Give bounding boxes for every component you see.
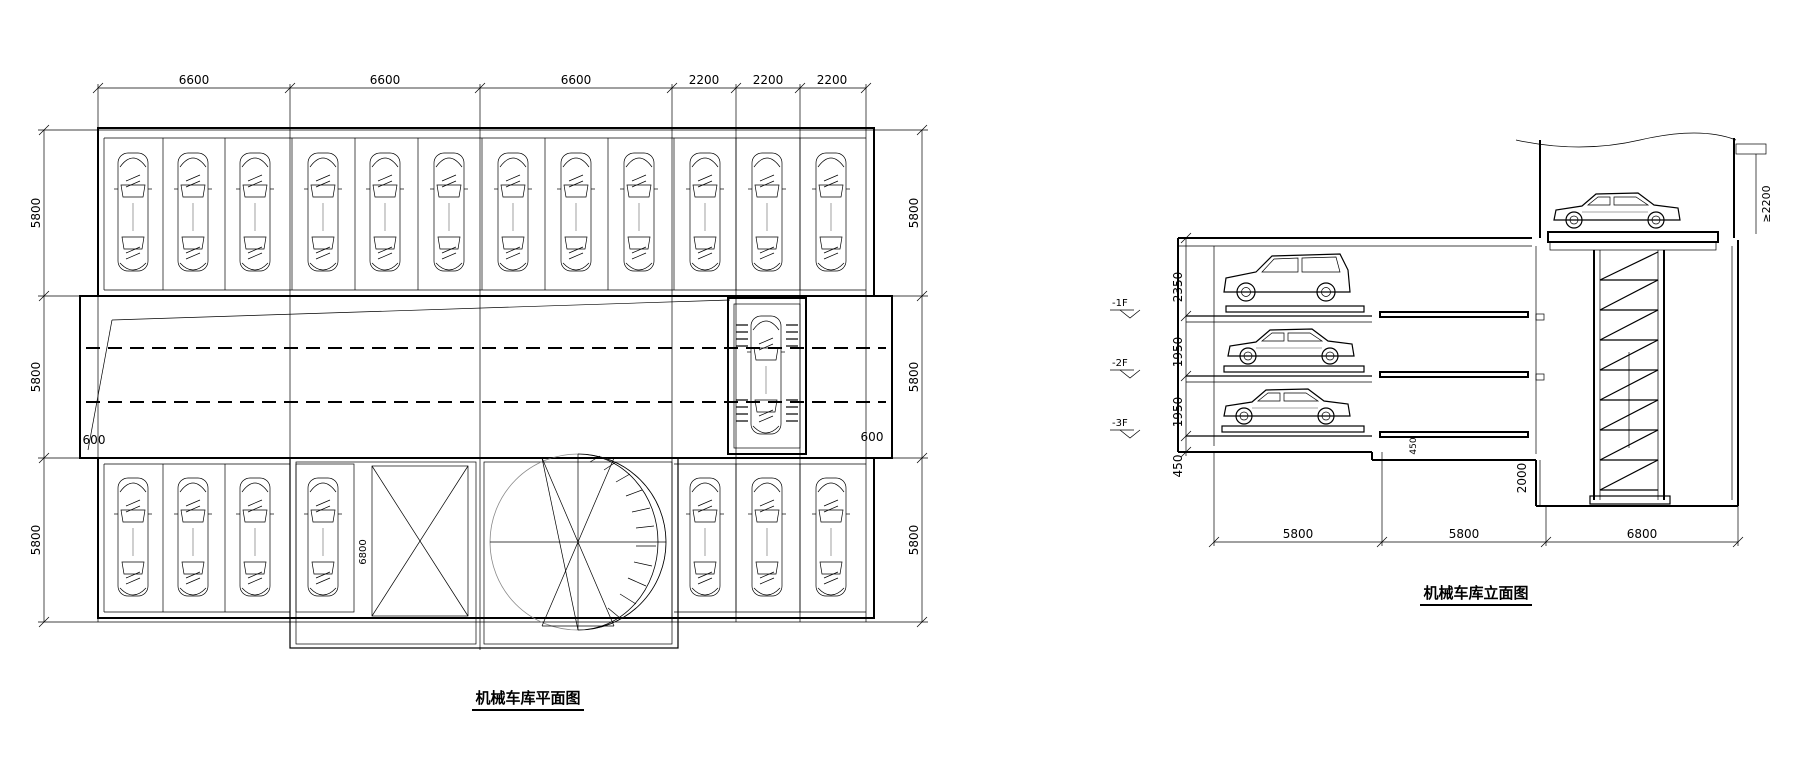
elevation-title: 机械车库立面图 bbox=[1423, 584, 1528, 602]
inner-dim: 6800 bbox=[358, 539, 369, 564]
dim-label: 6800 bbox=[1627, 527, 1658, 541]
car-symbol bbox=[235, 152, 275, 272]
dim-label: 6600 bbox=[561, 73, 592, 87]
plan-top-dimensions: 6600 6600 6600 2200 2200 2200 bbox=[179, 73, 848, 87]
dim-label: 1950 bbox=[1171, 337, 1185, 368]
car-symbol bbox=[365, 152, 405, 272]
dim-label: 2200 bbox=[753, 73, 784, 87]
dim-label: 5800 bbox=[29, 198, 43, 229]
plan-left-dimensions: 5800 5800 5800 bbox=[29, 198, 43, 556]
platform-trays bbox=[1221, 305, 1545, 438]
level-markers: -1F -2F -3F bbox=[1110, 298, 1141, 439]
grid-lines bbox=[38, 84, 928, 650]
bottom-row-cars bbox=[113, 477, 851, 597]
car-symbol bbox=[113, 477, 153, 597]
dim-label: 2200 bbox=[817, 73, 848, 87]
plan-title: 机械车库平面图 bbox=[475, 689, 580, 707]
dim-label: 2350 bbox=[1171, 272, 1185, 303]
car-symbol bbox=[429, 152, 469, 272]
car-symbol bbox=[811, 152, 851, 272]
sedan-side bbox=[1227, 328, 1355, 365]
dim-label: 450 bbox=[1171, 455, 1185, 478]
plan-view: 6600 6600 6600 2200 2200 2200 5800 5800 … bbox=[29, 73, 928, 711]
level-label: -2F bbox=[1112, 358, 1128, 369]
car-symbol bbox=[235, 477, 275, 597]
car-symbol bbox=[493, 152, 533, 272]
dim-label: 5800 bbox=[29, 525, 43, 556]
car-symbol bbox=[303, 152, 343, 272]
car-symbol bbox=[173, 152, 213, 272]
car-symbol bbox=[685, 152, 725, 272]
dim-label: 6600 bbox=[179, 73, 210, 87]
dim-label: 5800 bbox=[907, 362, 921, 393]
car-symbol bbox=[811, 477, 851, 597]
dim-label: 2200 bbox=[689, 73, 720, 87]
pit-dim: 2000 bbox=[1515, 463, 1529, 494]
elevation-bottom-dimensions: 5800 5800 6800 bbox=[1283, 527, 1658, 541]
sedan-on-lift bbox=[1553, 192, 1681, 229]
elevation-left-dimensions: 2350 1950 1950 450 bbox=[1171, 272, 1185, 478]
edge-dim-left: 600 bbox=[83, 433, 106, 447]
lift-tower bbox=[1547, 231, 1719, 505]
lift-platform bbox=[727, 297, 807, 455]
elevation-view: -1F -2F -3F 2350 1950 1950 450 450 2000 … bbox=[1110, 132, 1773, 606]
level-label: -1F bbox=[1112, 298, 1128, 309]
car-symbol bbox=[619, 152, 659, 272]
dim-label: 5800 bbox=[907, 198, 921, 229]
car-symbol bbox=[113, 152, 153, 272]
car-symbol bbox=[303, 477, 343, 597]
dim-label: 5800 bbox=[29, 362, 43, 393]
dim-label: 5800 bbox=[1449, 527, 1480, 541]
car-symbol bbox=[747, 152, 787, 272]
stair-shaft bbox=[371, 465, 469, 617]
top-parking-row bbox=[97, 127, 875, 297]
level-label: -3F bbox=[1112, 418, 1128, 429]
dim-label: 1950 bbox=[1171, 397, 1185, 428]
plan-right-dimensions: 5800 5800 5800 bbox=[907, 198, 921, 556]
car-symbol bbox=[747, 477, 787, 597]
bottom-parking-row bbox=[97, 457, 875, 619]
dim-label: 5800 bbox=[907, 525, 921, 556]
suv-side bbox=[1223, 253, 1351, 302]
car-symbol bbox=[173, 477, 213, 597]
edge-dim-right: 600 bbox=[861, 430, 884, 444]
car-symbol bbox=[556, 152, 596, 272]
dim-label: 5800 bbox=[1283, 527, 1314, 541]
small-dim: 450 bbox=[1409, 437, 1419, 454]
car-symbol bbox=[685, 477, 725, 597]
sedan-side bbox=[1223, 388, 1351, 425]
clearance-dim: ≥2200 bbox=[1760, 185, 1773, 222]
dim-label: 6600 bbox=[370, 73, 401, 87]
turntable-ramp bbox=[489, 453, 667, 631]
